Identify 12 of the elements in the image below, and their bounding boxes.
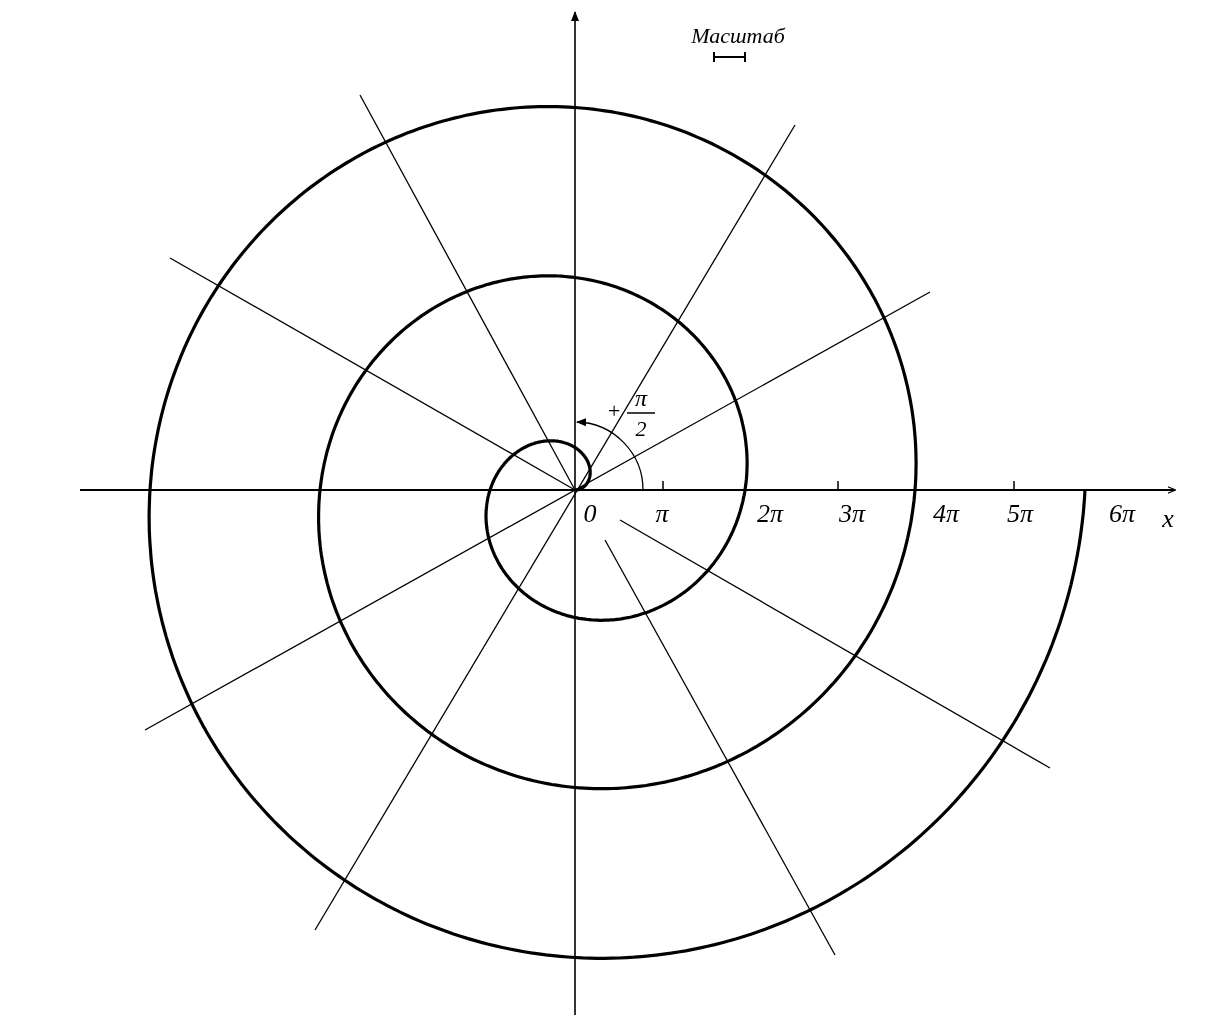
axis-value: 3π bbox=[839, 501, 865, 527]
sign-label: + bbox=[606, 400, 622, 422]
axis-value: 5π bbox=[1007, 501, 1033, 527]
angle-label: 2 bbox=[635, 418, 647, 440]
axis-value: π bbox=[655, 501, 669, 527]
axis-label: x bbox=[1162, 506, 1174, 532]
axis-value: 2π bbox=[757, 501, 783, 527]
scale-label: Масштаб bbox=[691, 25, 785, 47]
axis-value: 4π bbox=[933, 501, 959, 527]
axis-value: 6π bbox=[1109, 501, 1135, 527]
angle-label: π bbox=[635, 386, 647, 410]
origin-label: 0 bbox=[583, 501, 597, 527]
